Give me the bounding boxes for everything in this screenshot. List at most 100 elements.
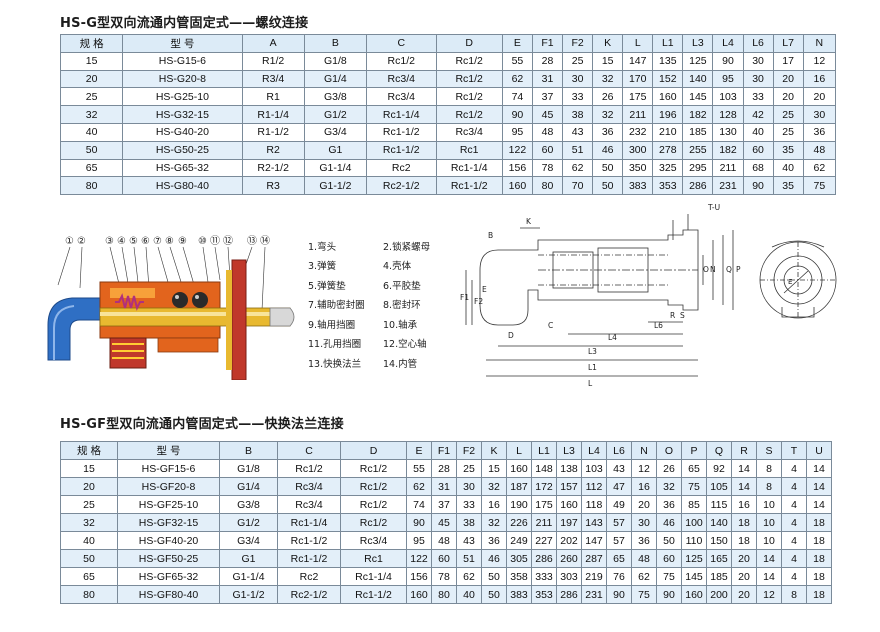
header-cell: K [592, 34, 624, 53]
table-cell: 110 [681, 531, 707, 550]
table-cell: 40 [772, 158, 804, 178]
header-cell: F2 [562, 34, 594, 53]
table-cell: 147 [581, 531, 607, 550]
table-cell: 75 [681, 477, 707, 496]
header-cell: L4 [712, 34, 744, 53]
table-cell: R1 [241, 87, 305, 107]
table-cell: 30 [742, 69, 774, 89]
table-cell: Rc1 [435, 140, 503, 160]
table-cell: 286 [682, 176, 714, 196]
table-cell: 36 [656, 495, 682, 514]
part-label: 9.轴用挡圈 [308, 319, 356, 331]
table-cell: 68 [742, 158, 774, 178]
table-cell: 32 [59, 105, 124, 124]
table-cell: 46 [592, 140, 624, 160]
table-cell: 20 [731, 567, 757, 586]
callout-number: ⑫ [223, 235, 233, 247]
table-cell: 26 [656, 459, 682, 478]
table-cell: 36 [631, 531, 657, 550]
table-cell: Rc1-1/2 [340, 585, 407, 604]
part-label: 11.孔用挡圈 [308, 339, 362, 351]
table-cell: 60 [656, 549, 682, 568]
table-cell: 20 [772, 69, 804, 89]
table-cell: Rc2-1/2 [366, 176, 437, 196]
table-cell: G1/2 [219, 513, 278, 532]
table-cell: 148 [531, 459, 557, 478]
table-cell: 32 [481, 513, 507, 532]
dimension-label: R [670, 311, 675, 320]
table-cell: 202 [556, 531, 582, 550]
header-cell: L [506, 441, 532, 460]
dimension-label: S [680, 311, 685, 320]
dimension-label: D [508, 331, 514, 340]
header-cell: L7 [772, 34, 804, 53]
table-cell: 30 [456, 477, 482, 496]
section1-title: HS-G型双向流通内管固定式——螺纹连接 [60, 16, 309, 31]
part-label: 6.平胶垫 [383, 280, 421, 292]
table-cell: 80 [531, 176, 564, 196]
table-cell: 40 [742, 122, 774, 142]
table-cell: HS-G15-6 [122, 51, 243, 71]
table-cell: Rc1/2 [435, 51, 503, 71]
table-cell: 95 [406, 531, 432, 550]
table-cell: 57 [606, 531, 632, 550]
dimension-label: L [588, 379, 593, 388]
dimension-label: L6 [654, 321, 663, 330]
dimension-label: B [488, 231, 493, 240]
table-cell: 90 [606, 585, 632, 604]
header-cell: 型 号 [117, 441, 220, 460]
table-cell: HS-G32-15 [122, 105, 243, 124]
dimension-label: E [482, 285, 487, 294]
table-cell: 4 [781, 477, 807, 496]
table-cell: 12 [756, 585, 782, 604]
table-cell: HS-G80-40 [122, 176, 243, 196]
table-cell: G1-1/2 [219, 585, 278, 604]
header-cell: S [756, 441, 782, 460]
table-cell: G1/8 [303, 51, 368, 71]
table-cell: 20 [772, 87, 804, 107]
table-cell: 18 [806, 513, 832, 532]
table-cell: 33 [456, 495, 482, 514]
table-cell: 70 [562, 176, 594, 196]
table-cell: Rc1-1/4 [366, 105, 437, 124]
table-cell: Rc1/2 [435, 69, 503, 89]
header-cell: L6 [742, 34, 774, 53]
header-cell: Q [706, 441, 732, 460]
table-cell: 35 [772, 176, 804, 196]
callout-number: ④ [117, 236, 126, 247]
table-cell: Rc2 [277, 567, 341, 586]
table-cell: Rc3/4 [340, 531, 407, 550]
table-cell: 76 [606, 567, 632, 586]
table-cell: 18 [806, 585, 832, 604]
end-view-label-e: E [788, 278, 792, 286]
callout-number: ⑦ [153, 236, 162, 247]
callout-number: ① [65, 236, 74, 247]
table-cell: 210 [652, 122, 684, 142]
table-cell: HS-GF40-20 [117, 531, 220, 550]
table-cell: 20 [731, 549, 757, 568]
table-cell: 170 [622, 69, 654, 89]
table-cell: 90 [406, 513, 432, 532]
table-cell: 32 [60, 513, 118, 532]
table-cell: G1/2 [303, 105, 368, 124]
part-label: 7.辅助密封圈 [308, 300, 365, 312]
table-cell: 30 [742, 51, 774, 71]
table-cell: R3 [241, 176, 305, 196]
callout-number: ⑥ [141, 236, 150, 247]
table-cell: 62 [501, 69, 533, 89]
table-cell: 115 [706, 495, 732, 514]
table-cell: 80 [59, 176, 124, 196]
table-cell: 231 [712, 176, 744, 196]
part-label: 8.密封环 [383, 300, 421, 312]
table-cell: HS-GF15-6 [117, 459, 220, 478]
header-cell: N [802, 34, 837, 53]
callout-number: ⑧ [165, 236, 174, 247]
table-cell: 353 [531, 585, 557, 604]
table-cell: 4 [781, 459, 807, 478]
